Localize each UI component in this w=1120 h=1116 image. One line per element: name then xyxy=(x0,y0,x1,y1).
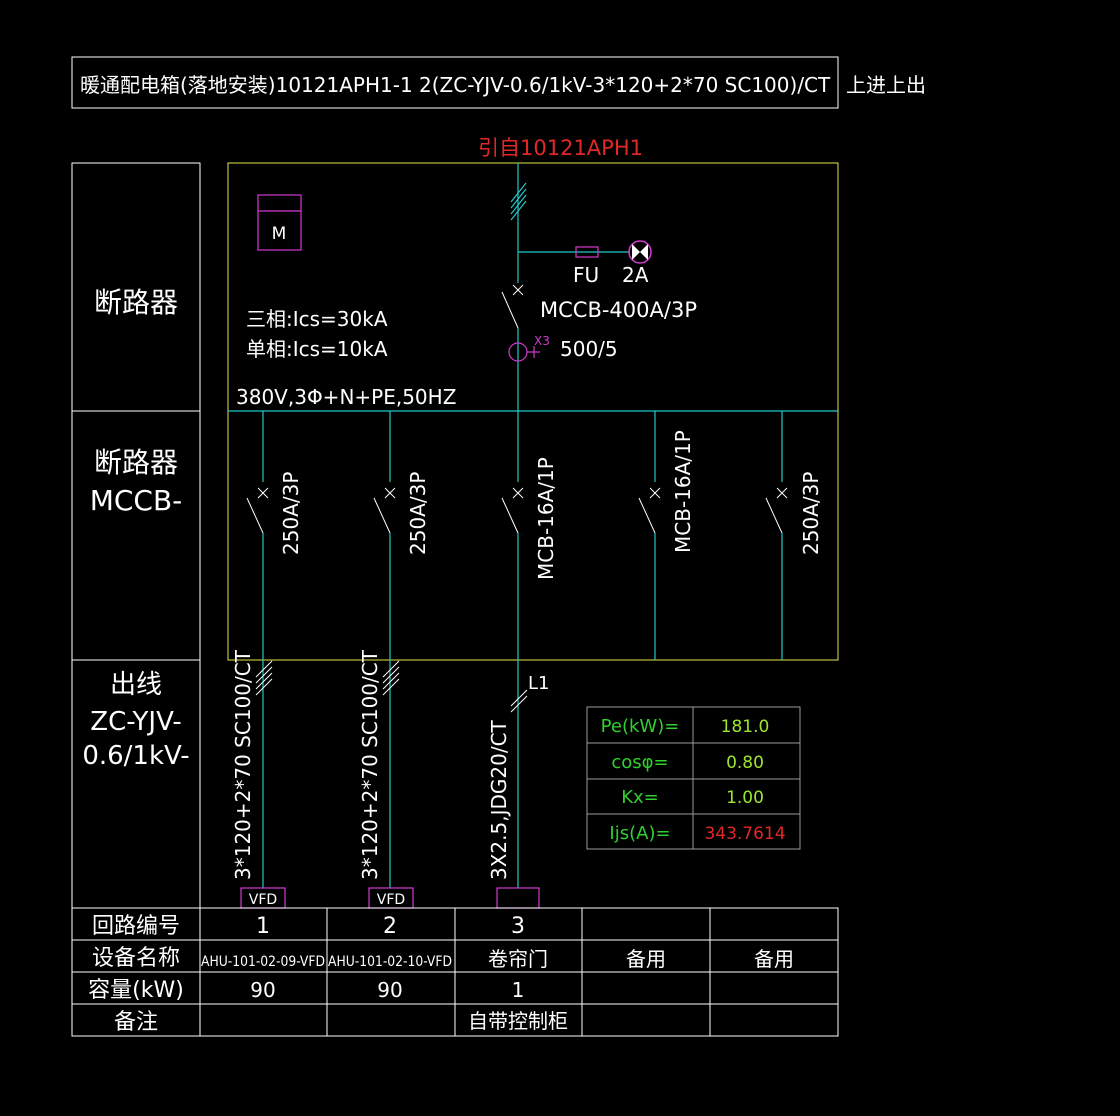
cell-circuit-3: 3 xyxy=(511,914,525,939)
ct-ratio: 500/5 xyxy=(560,337,618,361)
branch-2-breaker: 250A/3P xyxy=(406,472,430,555)
branch-3: MCB-16A/1P L1 3X2.5,JDG20/CT xyxy=(487,411,558,909)
calc-value-cos: 0.80 xyxy=(726,753,764,773)
branch-1: 250A/3P 3*120+2*70 SC100/CT VFD xyxy=(231,411,303,909)
branch-1-breaker: 250A/3P xyxy=(279,472,303,555)
fuse-rating: 2A xyxy=(622,263,649,287)
indicator-lamp-icon xyxy=(628,240,652,264)
bottom-table: 回路编号 设备名称 容量(kW) 备注 1 2 3 AHU-101-02-09-… xyxy=(71,907,839,1037)
calc-label-cos: cosφ= xyxy=(611,752,668,773)
icu-single-phase: 单相:Ics=10kA xyxy=(246,337,388,361)
branch-1-device: VFD xyxy=(249,892,277,908)
branch-4-breaker: MCB-16A/1P xyxy=(671,430,695,553)
calc-value-kx: 1.00 xyxy=(726,788,764,808)
branch-5-breaker: 250A/3P xyxy=(799,472,823,555)
row-header-note: 备注 xyxy=(114,1010,158,1035)
label-breaker-mccb: MCCB- xyxy=(90,484,183,517)
meter-label: M xyxy=(272,224,287,244)
fuse-symbol xyxy=(575,246,599,258)
cell-device-4: 备用 xyxy=(626,947,666,971)
icu-three-phase: 三相:Ics=30kA xyxy=(246,307,388,331)
left-label-column: 断路器 断路器 MCCB- 出线 ZC-YJV- 0.6/1kV- xyxy=(71,162,201,909)
row-header-device: 设备名称 xyxy=(92,946,180,971)
row-header-circuit: 回路编号 xyxy=(92,914,180,939)
label-breaker-main: 断路器 xyxy=(94,286,178,319)
cell-capacity-1: 90 xyxy=(250,978,275,1002)
branch-3-cable: 3X2.5,JDG20/CT xyxy=(487,719,511,880)
calc-label-pe: Pe(kW)= xyxy=(601,716,680,737)
calc-value-ijs: 343.7614 xyxy=(704,824,785,844)
title-text: 暖通配电箱(落地安装)10121APH1-1 2(ZC-YJV-0.6/1kV-… xyxy=(80,73,831,97)
title-suffix: 上进上出 xyxy=(846,73,926,97)
label-outgoing-cable: ZC-YJV- xyxy=(90,707,181,737)
cell-capacity-3: 1 xyxy=(512,978,525,1002)
cell-device-2: AHU-101-02-10-VFD xyxy=(328,954,452,970)
branch-2-device: VFD xyxy=(377,892,405,908)
cell-circuit-1: 1 xyxy=(256,914,270,939)
label-outgoing-voltage: 0.6/1kV- xyxy=(82,741,189,771)
meter-box: M xyxy=(257,194,302,251)
branch-3-phase: L1 xyxy=(528,673,549,694)
branch-4: MCB-16A/1P xyxy=(638,411,695,660)
cell-note-3: 自带控制柜 xyxy=(468,1009,568,1033)
calc-value-pe: 181.0 xyxy=(721,717,770,737)
calc-label-ijs: Ijs(A)= xyxy=(609,823,670,844)
branch-3-device-box xyxy=(496,887,540,909)
panel-frame xyxy=(227,162,839,661)
cell-device-5: 备用 xyxy=(754,947,794,971)
row-header-capacity: 容量(kW) xyxy=(88,978,184,1003)
cell-capacity-2: 90 xyxy=(377,978,402,1002)
branch-5: 250A/3P xyxy=(765,411,823,660)
calc-table: Pe(kW)= 181.0 cosφ= 0.80 Kx= 1.00 Ijs(A)… xyxy=(586,706,801,850)
ct-tag: X3 xyxy=(534,334,550,348)
label-breaker-branch: 断路器 xyxy=(94,446,178,479)
fuse-label: FU xyxy=(573,263,599,287)
cell-circuit-2: 2 xyxy=(383,914,397,939)
calc-label-kx: Kx= xyxy=(621,787,659,808)
source-label: 引自10121APH1 xyxy=(478,136,643,160)
title-box: 暖通配电箱(落地安装)10121APH1-1 2(ZC-YJV-0.6/1kV-… xyxy=(71,56,926,109)
main-breaker-label: MCCB-400A/3P xyxy=(540,298,697,322)
branch-1-cable: 3*120+2*70 SC100/CT xyxy=(231,649,255,880)
branch-2: 250A/3P 3*120+2*70 SC100/CT VFD xyxy=(358,411,430,909)
main-feeder: FU 2A MCCB-400A/3P X3 500/5 xyxy=(501,163,697,411)
cell-device-1: AHU-101-02-09-VFD xyxy=(201,954,325,970)
label-outgoing: 出线 xyxy=(110,670,162,700)
branch-3-breaker: MCB-16A/1P xyxy=(534,457,558,580)
bus-label: 380V,3Φ+N+PE,50HZ xyxy=(236,385,456,409)
branch-2-cable: 3*120+2*70 SC100/CT xyxy=(358,649,382,880)
cell-device-3: 卷帘门 xyxy=(488,947,548,971)
